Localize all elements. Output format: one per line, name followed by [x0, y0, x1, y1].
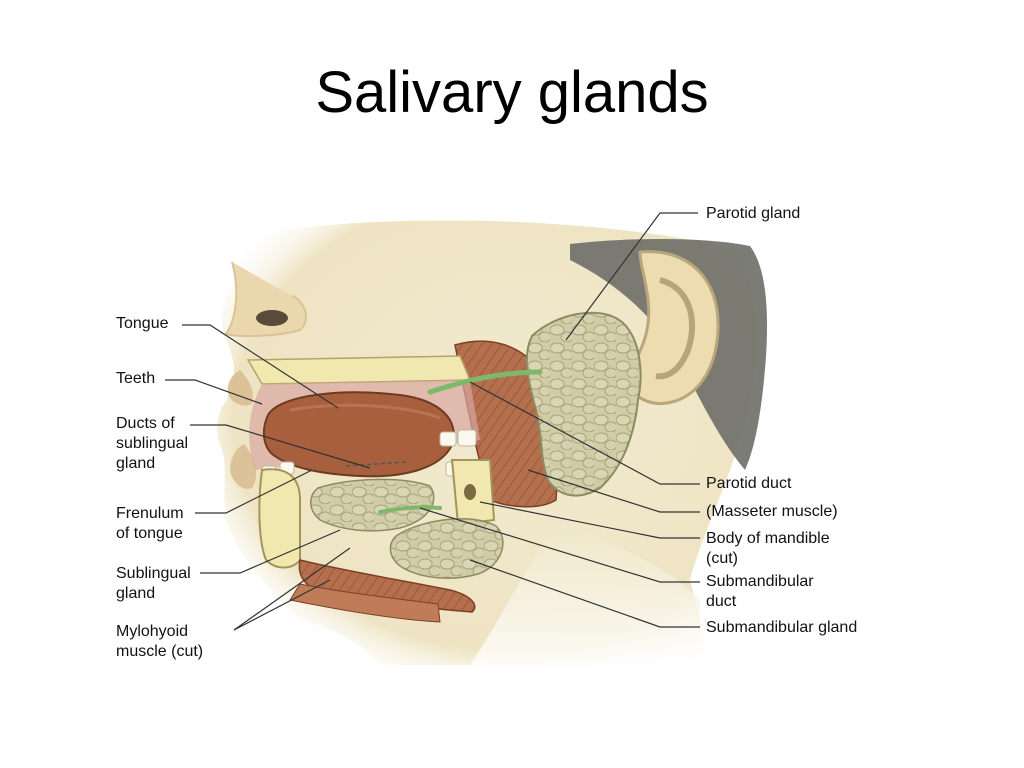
- label-ducts-sublingual: Ducts of sublingual gland: [116, 415, 189, 472]
- parotid-duct: [427, 369, 543, 395]
- label-sublingual-gland: Sublingual gland: [116, 565, 191, 602]
- label-mylohyoid: Mylohyoid muscle (cut): [116, 623, 204, 660]
- label-submandibular-gland: Submandibular gland: [706, 619, 858, 636]
- sublingual-gland: [310, 478, 435, 532]
- label-body-mandible: Body of mandible (cut): [706, 530, 830, 567]
- label-tongue: Tongue: [116, 315, 169, 332]
- parotid-gland: [525, 311, 642, 497]
- label-parotid-duct: Parotid duct: [706, 475, 792, 492]
- sublingual-ducts: [345, 461, 407, 467]
- label-parotid-gland: Parotid gland: [706, 205, 801, 222]
- label-masseter: (Masseter muscle): [706, 503, 838, 520]
- label-frenulum: Frenulum of tongue: [116, 505, 184, 542]
- ear: [620, 250, 720, 405]
- slide-title: Salivary glands: [315, 60, 709, 125]
- tongue: [262, 391, 455, 478]
- cut-upper-jaw: [246, 355, 472, 385]
- submandibular-duct: [378, 505, 442, 514]
- leader-lines: [165, 212, 700, 631]
- label-teeth: Teeth: [116, 370, 156, 387]
- label-submandibular-duct: Submandibular duct: [706, 573, 814, 610]
- mandible-cut: [258, 468, 301, 569]
- hair: [570, 239, 768, 470]
